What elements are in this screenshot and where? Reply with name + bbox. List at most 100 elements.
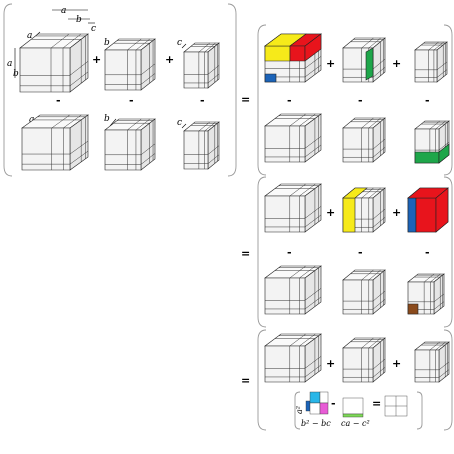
minus-sign: - [200, 94, 205, 107]
cube-b [104, 38, 156, 91]
minus-sign: - [287, 246, 292, 259]
cube-grid-line [51, 114, 70, 129]
cube-grid-line [438, 369, 450, 378]
cube-grid-line [135, 38, 151, 51]
red-block [415, 197, 437, 233]
cube-grid-line [372, 217, 386, 228]
cube-grid-line [299, 265, 316, 279]
cube-grid-line [368, 269, 381, 281]
plus-sign: + [326, 357, 335, 370]
cube-front-face [342, 127, 374, 163]
minus-sign: - [425, 94, 430, 107]
cube-front-face [264, 195, 306, 233]
cube-grid-line [299, 113, 316, 127]
cube-plain [264, 265, 322, 315]
cube-a-minus [21, 114, 89, 171]
label-a: a [29, 115, 34, 125]
cube-grid-line [289, 113, 306, 127]
cube-grid-line [372, 358, 386, 370]
cube-brown-corner [407, 273, 445, 315]
cube-grid-line [304, 288, 322, 301]
cube-plain [264, 113, 322, 163]
formula-b2-minus-bc: b² − bc [301, 419, 331, 428]
plus-sign: + [92, 53, 101, 66]
cube-grid-line [304, 356, 322, 369]
cube-front-face [19, 47, 71, 93]
minus-sign: - [287, 94, 292, 107]
cube-grid-line [289, 183, 306, 197]
label-b: b [104, 114, 110, 124]
green-block [414, 151, 440, 164]
formula-ca-minus-c2: ca − c² [341, 419, 370, 428]
cube-front-face [183, 51, 209, 89]
brown-block [407, 303, 419, 315]
cube-grid-line [372, 208, 386, 220]
formula-blue-strip [305, 400, 311, 412]
cube-grid-line [50, 33, 70, 49]
label-a: a [7, 59, 12, 69]
cube-grid-line [69, 150, 89, 165]
cube-grid-line [140, 63, 156, 75]
cube-grid-line [304, 364, 322, 378]
label-c: c [91, 24, 96, 34]
cube-grid-line [368, 187, 381, 199]
cube-grid-line [433, 301, 445, 310]
right-bottom-group-bracket [257, 329, 453, 431]
cube-front-face [21, 127, 71, 171]
plus-sign: + [392, 57, 401, 70]
cube-grid-line [368, 117, 381, 129]
blue-block [264, 73, 277, 83]
red-block [304, 33, 322, 62]
cube-grid-line [299, 183, 316, 197]
cube-grid-line [372, 58, 386, 70]
cube-grid-line [135, 118, 151, 131]
equals-sign: = [241, 247, 250, 260]
minus-sign: - [56, 94, 61, 107]
cube-grid-line [207, 73, 220, 84]
plus-sign: + [392, 206, 401, 219]
minus-sign: - [425, 246, 430, 259]
formula-lightgreen-strip [342, 413, 364, 418]
cube-front-face [414, 49, 438, 83]
cube-grid-line [62, 33, 82, 49]
cube-front-face [104, 49, 142, 91]
cube-plain [342, 117, 386, 163]
cube-grid [19, 33, 450, 383]
cube-grid-line [289, 265, 306, 279]
cube-c-minus [183, 121, 220, 170]
cube-b-minus [104, 118, 156, 171]
blue-block [407, 197, 417, 233]
arrow-c-depth [181, 123, 187, 129]
cube-front-face [342, 279, 374, 315]
plus-sign: + [326, 57, 335, 70]
cube-grid-line [207, 154, 220, 164]
cube-grid-line [372, 367, 386, 378]
cube-grid-line [304, 296, 322, 310]
green-block [365, 47, 374, 81]
cube-grid-line [304, 206, 322, 219]
cube-grid-line [69, 71, 89, 87]
label-b: b [104, 38, 110, 48]
cube-grid-line [372, 299, 386, 310]
cube-grid-line [207, 65, 220, 75]
cube-front-face [342, 47, 374, 83]
plus-sign: + [165, 53, 174, 66]
arrow-b-depth [109, 118, 117, 127]
cube-grid-line [361, 187, 374, 199]
formula-white-block [309, 402, 321, 415]
cube-grid-line [361, 337, 374, 349]
minus-sign: - [331, 397, 336, 410]
cube-grid-line [361, 117, 374, 129]
cube-grid-line [140, 73, 156, 85]
cube-grid-line [63, 114, 82, 129]
cube-front-face [104, 129, 142, 171]
cube-grid-line [436, 61, 448, 71]
dimension-legend: a b c a a b c a b b c c [7, 6, 187, 129]
label-b: b [13, 69, 19, 79]
cube-colored-yellow-red [264, 33, 322, 83]
cube-grid-line [69, 140, 89, 155]
cube-plain [414, 341, 450, 383]
plus-sign: + [392, 357, 401, 370]
minus-sign: - [129, 94, 134, 107]
